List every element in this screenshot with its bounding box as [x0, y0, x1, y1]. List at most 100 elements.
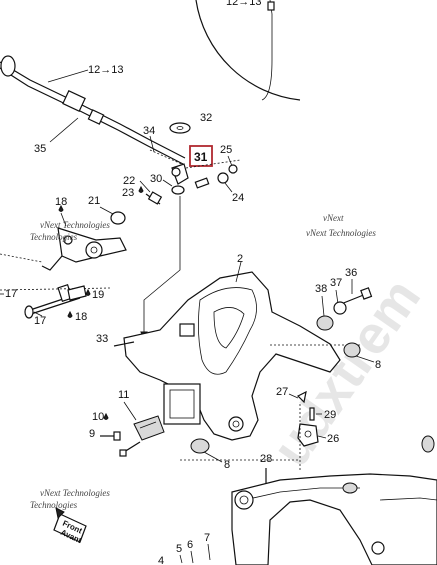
- swivel-bracket: [123, 271, 341, 441]
- clip-27: [296, 390, 307, 404]
- pivot-pin-shaft-2: [30, 297, 81, 315]
- shift-lever: [41, 227, 127, 271]
- clamp-bracket-pivot-hole: [239, 495, 249, 505]
- leader-2: [235, 261, 242, 283]
- bushing-8b: [190, 438, 210, 454]
- bolt-22-head: [147, 191, 163, 205]
- shift-lever-arm: [41, 255, 63, 271]
- ball-joint-31-ball: [171, 167, 181, 177]
- bushing-8a: [343, 342, 361, 358]
- axis-line-31: [185, 159, 241, 169]
- shift-lever-hub: [85, 241, 103, 259]
- leader-26: [317, 435, 327, 439]
- drop-icon-10: [103, 412, 109, 420]
- leader-27: [288, 393, 299, 399]
- callout-37: 37: [330, 277, 342, 289]
- callout-9: 9: [89, 428, 95, 440]
- front-direction-arrow: Front Avant: [53, 507, 87, 545]
- leader-12-13: [47, 69, 89, 83]
- nut-21: [110, 211, 126, 225]
- screw-lower: [123, 441, 141, 453]
- callout-26: 26: [327, 433, 339, 445]
- callout-31: 31: [194, 150, 208, 164]
- callout-23: 23: [122, 187, 134, 199]
- swivel-bracket-lower-hub: [228, 416, 244, 432]
- clamp-bushing: [342, 482, 358, 494]
- front-arrow-box: [53, 513, 87, 543]
- watermark-tech-1: Technologies: [30, 232, 78, 242]
- plate-11: [133, 415, 165, 441]
- spring-29: [309, 407, 315, 421]
- callout-22: 22: [123, 175, 135, 187]
- bushing-38: [316, 315, 334, 331]
- screw-9-head: [113, 431, 121, 441]
- watermark-vnext-3: vNext Technologies: [40, 488, 110, 498]
- callout-7: 7: [204, 532, 210, 544]
- callout-36: 36: [345, 267, 357, 279]
- bolt-36-head: [360, 287, 373, 300]
- detail-circle-arc: [195, 0, 301, 101]
- callout-27: 27: [276, 386, 288, 398]
- clamp-bracket-edge-right: [379, 497, 437, 501]
- leader-34: [149, 135, 155, 153]
- callout-12-13: 12→13: [88, 64, 123, 76]
- highlighted-callout-box: [189, 145, 213, 167]
- watermark-vnext-1: vNext Technologies: [40, 220, 110, 230]
- pin-part: [194, 177, 210, 189]
- axis-line-lever: [0, 253, 43, 263]
- callout-5: 5: [176, 543, 182, 555]
- watermark-vnext-2: vNext: [323, 213, 344, 223]
- cable-nut: [87, 109, 105, 125]
- clamp-bracket-pivot: [234, 490, 254, 510]
- callout-11: 11: [118, 389, 129, 401]
- callout-29: 29: [324, 409, 336, 421]
- shift-lever-pivot: [63, 235, 73, 245]
- callout-25: 25: [220, 144, 232, 156]
- detail-cable-end: [267, 1, 275, 11]
- bracket-26: [297, 423, 319, 447]
- callout-38: 38: [315, 283, 327, 295]
- callout-35: 35: [34, 143, 46, 155]
- callout-32: 32: [200, 112, 212, 124]
- callout-6: 6: [187, 539, 193, 551]
- clamp-bracket-hole: [371, 541, 385, 555]
- leader-37: [335, 289, 339, 305]
- washer-24: [217, 172, 229, 184]
- watermark-tech-3: Technologies: [30, 500, 78, 510]
- washer-37: [333, 301, 347, 315]
- shift-cable: [0, 55, 187, 167]
- washer-30: [171, 185, 185, 195]
- callout-30: 30: [150, 173, 162, 185]
- cable-axis: [149, 149, 187, 167]
- leader-30: [162, 179, 173, 187]
- leader-24: [224, 182, 233, 193]
- front-arrow-head: [55, 507, 65, 520]
- callout-18a: 18: [55, 196, 67, 208]
- clamp-bracket-edge: [243, 487, 360, 501]
- plate-11-line: [139, 421, 157, 429]
- callout-10: 10: [92, 411, 104, 423]
- leader-7: [207, 543, 211, 561]
- screw-lower-head: [119, 449, 127, 457]
- callout-24: 24: [232, 192, 244, 204]
- leader-21: [99, 206, 114, 215]
- swivel-bracket-window: [198, 287, 257, 375]
- drop-icon-23: [138, 185, 144, 193]
- leader-35: [49, 117, 79, 143]
- leader-11: [123, 401, 137, 421]
- leader-8a: [355, 355, 375, 363]
- swivel-bracket-lower-hub-hole: [232, 420, 240, 428]
- callout-21: 21: [88, 195, 100, 207]
- clamp-bracket: [231, 435, 437, 565]
- cable-end-fitting: [0, 55, 16, 77]
- leader-38: [321, 295, 325, 317]
- callout-28: 28: [260, 453, 272, 465]
- callout-19: 19: [92, 289, 104, 301]
- watermark-tech-2: vNext Technologies: [306, 228, 376, 238]
- leader-22: [139, 180, 151, 193]
- detail-circle: [195, 0, 301, 101]
- drop-icon-19: [85, 288, 91, 296]
- drop-icon-18b: [67, 310, 73, 318]
- detail-cable-line: [261, 0, 273, 101]
